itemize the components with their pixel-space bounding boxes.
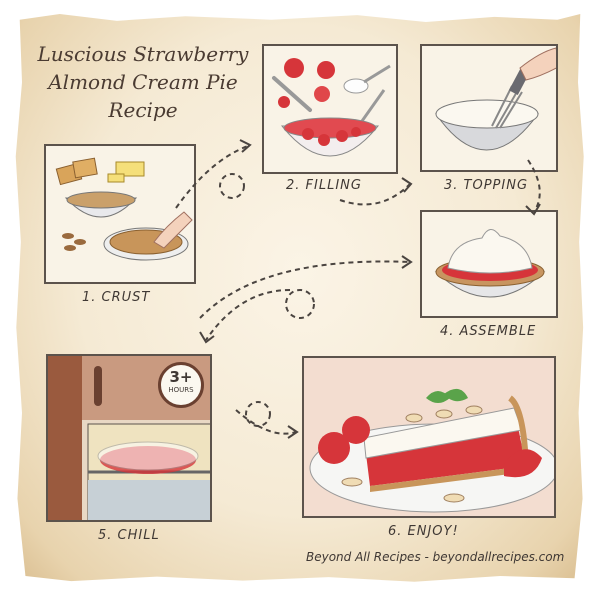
title-line-1: Luscious Strawberry: [37, 42, 249, 66]
title-line-3: Recipe: [108, 98, 178, 122]
timer-unit: HOURS: [168, 386, 194, 394]
footer-credit: Beyond All Recipes - beyondallrecipes.co…: [306, 550, 565, 564]
step-4-caption: 4. ASSEMBLE: [440, 324, 537, 339]
step-6-enjoy-panel: [302, 356, 556, 518]
step-3-caption: 3. TOPPING: [444, 178, 529, 193]
step-1-caption: 1. CRUST: [82, 290, 151, 305]
step-4-assemble-panel: [420, 210, 558, 318]
step-5-caption: 5. CHILL: [98, 528, 160, 543]
fridge-illustration: [48, 356, 210, 520]
filling-illustration: [272, 58, 391, 157]
topping-illustration: [435, 47, 556, 151]
pie-slice-illustration: [304, 358, 554, 516]
assembled-pie-illustration: [434, 229, 546, 298]
timer-clock: 3+ HOURS: [158, 362, 204, 408]
step-5-chill-panel: 3+ HOURS: [46, 354, 212, 522]
step-2-filling-panel: [262, 44, 398, 174]
step-1-crust-panel: [44, 144, 196, 284]
step-2-caption: 2. FILLING: [286, 178, 362, 193]
timer-value: 3+: [169, 368, 193, 386]
step-6-caption: 6. ENJOY!: [388, 524, 459, 539]
step-3-topping-panel: [420, 44, 558, 172]
crust-illustration: [55, 157, 193, 261]
recipe-title: Luscious Strawberry Almond Cream Pie Rec…: [28, 40, 258, 124]
title-line-2: Almond Cream Pie: [48, 70, 238, 94]
